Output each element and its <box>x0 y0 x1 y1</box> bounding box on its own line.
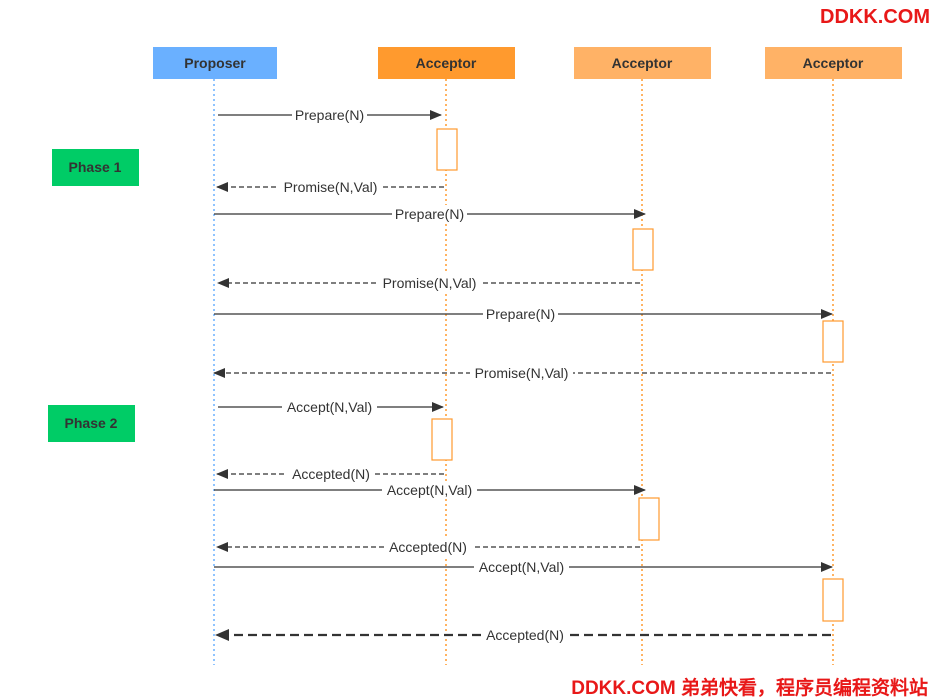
message-label-bg <box>470 364 573 382</box>
message-label: Accepted(N) <box>486 627 564 643</box>
message-prepare-to-acceptor-1: Prepare(N) <box>218 106 442 124</box>
message-label-bg <box>378 274 481 292</box>
message-label: Prepare(N) <box>395 206 464 222</box>
acceptor-2-label: Acceptor <box>612 55 673 71</box>
message-promise-from-acceptor-1: Promise(N,Val) <box>216 178 444 196</box>
message-label: Accept(N,Val) <box>479 559 564 575</box>
phase-1-box <box>52 149 139 186</box>
proposer-box <box>153 47 277 79</box>
activation-acceptor-2-prepare <box>632 228 654 271</box>
acceptor-3-box <box>765 47 902 79</box>
message-label: Accepted(N) <box>389 539 467 555</box>
message-label-bg <box>483 305 558 323</box>
message-accepted-from-acceptor-3: Accepted(N) <box>215 626 831 644</box>
message-label: Accept(N,Val) <box>387 482 472 498</box>
participant-proposer: Proposer <box>153 47 277 79</box>
watermark-bottom: DDKK.COM 弟弟快看，程序员编程资料站 <box>571 676 928 698</box>
activation-acceptor-1-accept <box>431 418 453 461</box>
acceptor-1-box <box>378 47 515 79</box>
participant-acceptor-3: Acceptor <box>765 47 902 79</box>
message-label: Accepted(N) <box>292 466 370 482</box>
phase-2-box <box>48 405 135 442</box>
message-label: Prepare(N) <box>295 107 364 123</box>
activation-acceptor-1-prepare <box>436 128 458 171</box>
message-promise-from-acceptor-2: Promise(N,Val) <box>217 274 640 292</box>
activation-acceptor-3-prepare <box>822 320 844 363</box>
activation-acceptor-2-accept <box>638 497 660 541</box>
message-label-bg <box>382 481 477 499</box>
participant-acceptor-2: Acceptor <box>574 47 711 79</box>
message-accept-to-acceptor-1: Accept(N,Val) <box>218 398 444 416</box>
message-promise-from-acceptor-3: Promise(N,Val) <box>213 364 831 382</box>
phase-1-label: Phase 1 <box>69 159 122 175</box>
proposer-label: Proposer <box>184 55 246 71</box>
message-label: Promise(N,Val) <box>475 365 569 381</box>
message-accepted-from-acceptor-2: Accepted(N) <box>216 538 640 556</box>
activation-boxes <box>431 128 844 622</box>
participant-acceptor-1: Acceptor <box>378 47 515 79</box>
acceptor-2-box <box>574 47 711 79</box>
acceptor-1-label: Acceptor <box>416 55 477 71</box>
messages: Prepare(N) Promise(N,Val) Prepare(N) Pro… <box>213 106 833 644</box>
message-label-bg <box>474 558 569 576</box>
message-label-bg <box>384 538 472 556</box>
watermark-top: DDKK.COM <box>820 6 930 28</box>
message-label: Accept(N,Val) <box>287 399 372 415</box>
message-accepted-from-acceptor-1: Accepted(N) <box>216 465 444 483</box>
message-label-bg <box>392 205 467 223</box>
message-label-bg <box>287 465 375 483</box>
message-accept-to-acceptor-3: Accept(N,Val) <box>214 558 833 576</box>
message-prepare-to-acceptor-3: Prepare(N) <box>214 305 833 323</box>
message-label: Promise(N,Val) <box>383 275 477 291</box>
activation-acceptor-3-accept <box>822 578 844 622</box>
message-label-bg <box>292 106 367 124</box>
message-label-bg <box>481 626 569 644</box>
message-label-bg <box>279 178 382 196</box>
phase-2-badge: Phase 2 <box>48 405 135 442</box>
message-accept-to-acceptor-2: Accept(N,Val) <box>214 481 646 499</box>
message-label-bg <box>282 398 377 416</box>
acceptor-3-label: Acceptor <box>803 55 864 71</box>
message-label: Promise(N,Val) <box>284 179 378 195</box>
phase-1-badge: Phase 1 <box>52 149 139 186</box>
message-label: Prepare(N) <box>486 306 555 322</box>
message-prepare-to-acceptor-2: Prepare(N) <box>214 205 646 223</box>
phase-2-label: Phase 2 <box>65 415 118 431</box>
